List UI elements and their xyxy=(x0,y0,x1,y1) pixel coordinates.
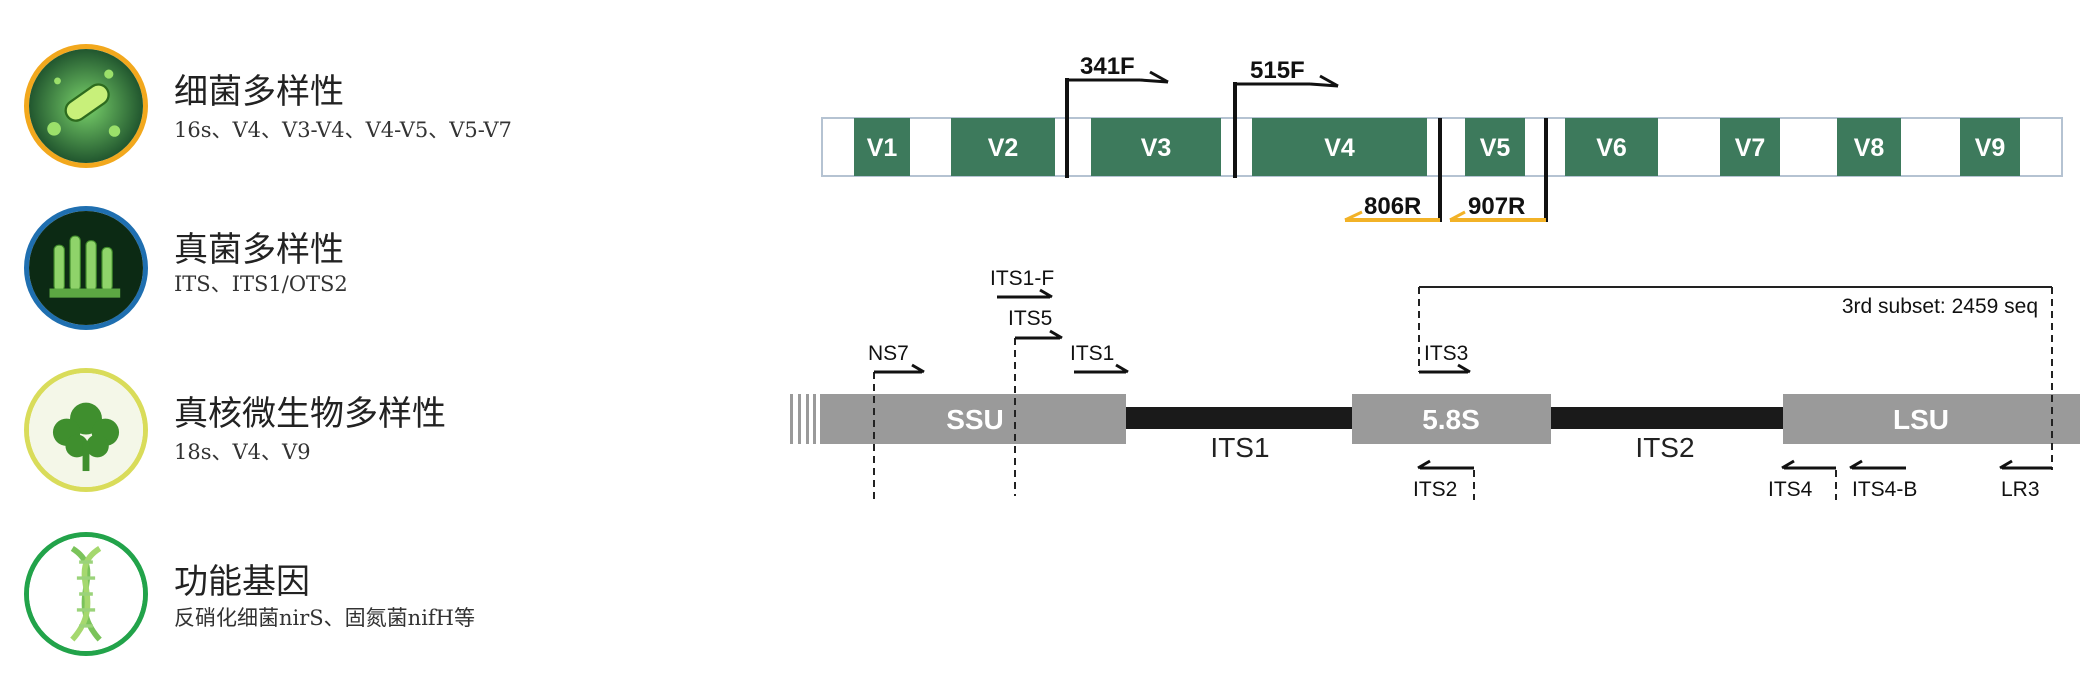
subset-label: 3rd subset: 2459 seq xyxy=(1842,295,2038,318)
primer-341f: 341F xyxy=(1065,53,1169,178)
item-desc: 16s、V4、V3-V4、V4-V5、V5-V7 xyxy=(174,118,512,142)
region-box-v8 xyxy=(1837,118,1901,176)
region-box-v4 xyxy=(1252,118,1427,176)
diagram-its: SSU ITS1 5.8S ITS2 LSU 3rd subset: 2459 … xyxy=(790,267,2080,504)
arrow-its3 xyxy=(1419,363,1471,374)
region-label-v9: V9 xyxy=(1975,134,2006,162)
dna-icon xyxy=(24,532,148,656)
item-desc: 反硝化细菌nirS、固氮菌nifH等 xyxy=(174,606,475,630)
primer-label: 341F xyxy=(1080,53,1135,80)
segment-label-its2: ITS2 xyxy=(1635,432,1694,463)
segment-5-8s xyxy=(1352,394,1551,444)
fungi-icon xyxy=(24,206,148,330)
ssu-truncated-edge xyxy=(790,394,816,444)
segment-label-its1: ITS1 xyxy=(1210,432,1269,463)
primer-label-its1f: ITS1-F xyxy=(990,267,1054,290)
region-label-v4: V4 xyxy=(1324,134,1355,162)
item-desc: ITS、ITS1/OTS2 xyxy=(174,272,348,296)
arrow-its4 xyxy=(1781,459,1836,470)
region-label-v6: V6 xyxy=(1596,134,1627,162)
diagram-16s: V1 V2 V3 V4 V5 V6 V7 V8 V9 341F 515F 806R xyxy=(821,53,2063,222)
region-box-v9 xyxy=(1960,118,2020,176)
primer-label-its1: ITS1 xyxy=(1070,342,1114,365)
arrow-its5 xyxy=(1015,329,1063,340)
region-label-v3: V3 xyxy=(1141,134,1172,162)
arrow-ns7 xyxy=(874,363,925,374)
primer-label-ns7: NS7 xyxy=(868,342,909,365)
region-label-v1: V1 xyxy=(867,134,898,162)
region-label-v8: V8 xyxy=(1854,134,1885,162)
arrow-its1 xyxy=(1074,363,1129,374)
item-title: 功能基因 xyxy=(174,562,310,602)
item-title: 真核微生物多样性 xyxy=(174,394,446,434)
segment-label-lsu: LSU xyxy=(1893,404,1949,435)
primer-907r: 907R xyxy=(1449,118,1548,222)
primer-806r: 806R xyxy=(1344,118,1442,222)
primer-515f: 515F xyxy=(1233,57,1339,178)
primer-label: 907R xyxy=(1468,193,1525,220)
region-label-v7: V7 xyxy=(1735,134,1766,162)
primer-label-its4b: ITS4-B xyxy=(1852,478,1917,501)
region-box-v7 xyxy=(1720,118,1780,176)
arrow-its1f xyxy=(997,288,1053,299)
primer-label-its5: ITS5 xyxy=(1008,307,1052,330)
segment-its2 xyxy=(1551,407,1783,429)
region-label-v5: V5 xyxy=(1480,134,1511,162)
item-desc: 18s、V4、V9 xyxy=(174,440,311,464)
region-box-v6 xyxy=(1565,118,1658,176)
primer-label-its2: ITS2 xyxy=(1413,478,1457,501)
segment-lsu xyxy=(1783,394,2080,444)
region-box-v5 xyxy=(1465,118,1525,176)
segment-ssu xyxy=(820,394,1126,444)
region-label-v2: V2 xyxy=(988,134,1019,162)
segment-label-ssu: SSU xyxy=(946,404,1004,435)
primer-label-its4: ITS4 xyxy=(1768,478,1813,501)
eukaryote-icon xyxy=(24,368,148,492)
segment-label-5-8s: 5.8S xyxy=(1422,404,1480,435)
primer-label: 806R xyxy=(1364,193,1421,220)
item-title: 细菌多样性 xyxy=(174,72,344,112)
item-title: 真菌多样性 xyxy=(174,230,344,270)
segment-its1 xyxy=(1126,407,1352,429)
bacteria-icon xyxy=(24,44,148,168)
primer-label-lr3: LR3 xyxy=(2001,478,2040,501)
arrow-its2 xyxy=(1417,459,1474,470)
region-box-v1 xyxy=(854,118,910,176)
region-box-v2 xyxy=(951,118,1055,176)
arrow-its4b xyxy=(1849,459,1906,470)
primer-label-its3: ITS3 xyxy=(1424,342,1468,365)
primer-label: 515F xyxy=(1250,57,1305,84)
arrow-lr3 xyxy=(1999,459,2052,470)
region-box-v3 xyxy=(1091,118,1221,176)
